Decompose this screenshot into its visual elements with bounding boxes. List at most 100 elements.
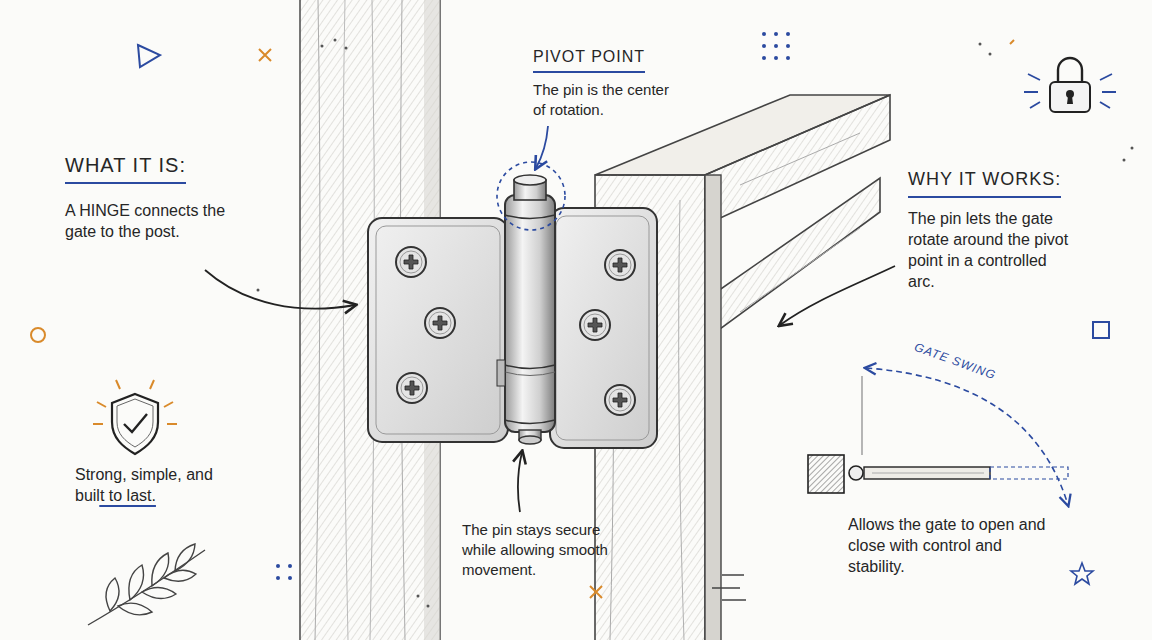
note-underline: [99, 505, 156, 507]
shield-icon: [117, 399, 153, 447]
heading: PIVOT POINT: [533, 46, 645, 73]
decoration: [345, 47, 348, 50]
decoration: [1093, 322, 1109, 338]
screw: [605, 250, 635, 280]
hinge: [497, 162, 565, 230]
leaf-sprig: [88, 544, 205, 625]
leaf-sprig: [164, 570, 196, 581]
note: A HINGE connects the gate to the post.: [65, 200, 243, 242]
decoration: [786, 56, 790, 60]
hinge: [519, 436, 541, 444]
hinge: [505, 365, 555, 369]
hinge: [556, 216, 649, 440]
leaf-sprig: [142, 587, 176, 598]
leaf-sprig: [175, 544, 195, 571]
lock-icon: [1050, 82, 1090, 112]
decoration: [288, 564, 292, 568]
decoration: [259, 49, 271, 61]
gate-swing-diagram: [990, 467, 1068, 479]
decoration: [1071, 563, 1093, 584]
decoration: [334, 39, 337, 42]
note: The pin is the center of rotation.: [533, 80, 673, 120]
decoration: [417, 595, 420, 598]
decoration: [712, 575, 746, 600]
decoration: [786, 44, 790, 48]
gate-frame: [705, 175, 721, 640]
wooden-post: [315, 0, 320, 640]
hinge: [514, 175, 546, 185]
hinge: [505, 420, 555, 424]
decoration: [774, 56, 778, 60]
decoration: [590, 586, 602, 598]
leader-line: [780, 266, 895, 325]
screw: [425, 308, 455, 338]
hinge: [505, 215, 555, 219]
leaf-sprig: [152, 553, 169, 586]
decoration: [762, 56, 766, 60]
leader-line: [205, 270, 355, 309]
screw: [580, 310, 610, 340]
decoration: [774, 32, 778, 36]
wooden-post: [343, 0, 348, 640]
decoration: [762, 32, 766, 36]
lock-icon: [1058, 58, 1082, 82]
decoration: [427, 605, 430, 608]
gate-swing-diagram: [808, 368, 1068, 505]
decoration: [762, 44, 766, 48]
gate-swing-diagram: [864, 467, 990, 479]
gate-swing-diagram: [861, 376, 862, 455]
heading: WHY IT WORKS:: [908, 168, 1061, 198]
hinge: [550, 208, 657, 448]
gate-swing-diagram: [872, 473, 984, 474]
gate-frame: [740, 228, 860, 312]
leaf-sprig: [129, 565, 144, 600]
hinge: [376, 226, 500, 434]
decoration: [257, 39, 1134, 608]
decoration: [1131, 147, 1134, 150]
lock-icon: [1024, 74, 1116, 108]
decoration: [276, 32, 790, 580]
hinge: [497, 360, 505, 386]
hinge: [368, 162, 657, 448]
shield-icon: [124, 414, 147, 432]
gate-frame: [679, 200, 684, 640]
note: The pin stays secure while allowing smoo…: [462, 520, 627, 579]
decoration: [321, 45, 324, 48]
lock-icon: [1067, 96, 1073, 104]
arc-label: GATE SWING: [909, 339, 1001, 385]
decoration: [774, 44, 778, 48]
leader-line: [536, 126, 548, 168]
note: Strong, simple, and built to last.: [75, 464, 225, 506]
decoration: [288, 576, 292, 580]
leader-line: [518, 452, 522, 512]
gate-swing-diagram: [866, 368, 1068, 505]
decoration: [31, 328, 45, 342]
shield-icon: [93, 380, 177, 424]
leaf-sprig: [118, 603, 152, 615]
decoration: [276, 576, 280, 580]
gate-swing-diagram: [808, 455, 844, 493]
decoration: [1123, 159, 1126, 162]
lock-icon: [1024, 58, 1116, 112]
note: The pin lets the gate rotate around the …: [908, 208, 1076, 292]
decoration: [31, 32, 1134, 608]
shield-icon: [93, 380, 177, 454]
decoration: [786, 32, 790, 36]
decoration: [989, 53, 992, 56]
note: Allows the gate to open and close with c…: [848, 514, 1048, 577]
screw: [605, 385, 635, 415]
leader-line: [205, 126, 895, 512]
heading: WHAT IT IS:: [65, 152, 186, 184]
gate-swing-diagram: [849, 466, 863, 480]
shield-icon: [112, 394, 158, 454]
screw: [396, 247, 426, 277]
screw: [397, 373, 427, 403]
decoration: [138, 45, 160, 67]
hinge: [368, 218, 508, 442]
hinge: [505, 195, 555, 432]
decoration: [979, 43, 982, 46]
decoration: [1010, 40, 1014, 44]
hinge: [505, 372, 555, 376]
